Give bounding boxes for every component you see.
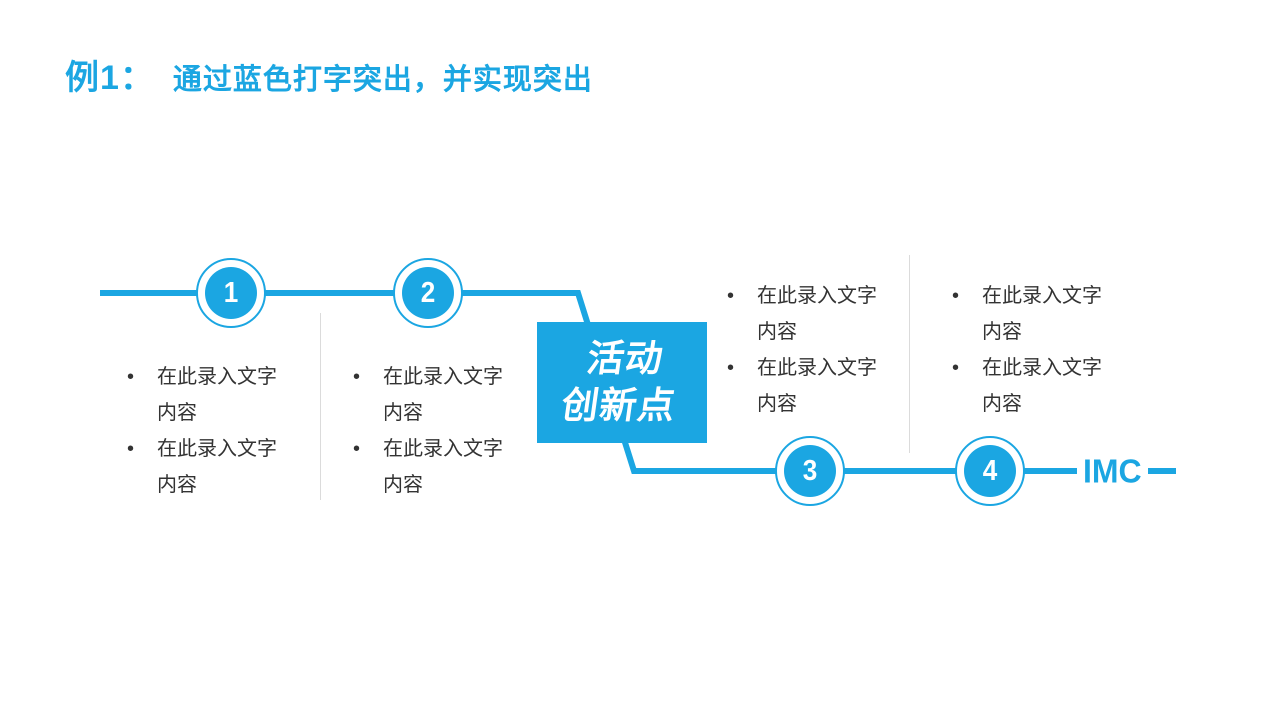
step-circle-3-fill: 3 — [784, 445, 836, 497]
step-2-bullets: 在此录入文字内容 在此录入文字内容 — [353, 359, 509, 503]
center-box-text: 活动 创新点 — [558, 336, 685, 429]
list-item: 在此录入文字内容 — [127, 431, 283, 503]
step-1-bullets: 在此录入文字内容 在此录入文字内容 — [127, 359, 283, 503]
list-item: 在此录入文字内容 — [127, 359, 283, 431]
step-3-bullets: 在此录入文字内容 在此录入文字内容 — [727, 278, 883, 422]
step-number-2: 2 — [420, 276, 436, 309]
title-prefix: 例1： — [65, 59, 155, 97]
bullet-text: 在此录入文字内容 — [383, 366, 503, 424]
bullet-text: 在此录入文字内容 — [383, 438, 503, 496]
bullet-icon — [727, 350, 757, 386]
step-circle-3: 3 — [775, 436, 845, 506]
step-circle-1: 1 — [196, 258, 266, 328]
bullet-text: 在此录入文字内容 — [157, 366, 277, 424]
bullet-icon — [127, 359, 157, 395]
bullet-icon — [127, 431, 157, 467]
step-number-4: 4 — [982, 454, 998, 487]
bullet-icon — [353, 359, 383, 395]
divider-col3-col4 — [909, 255, 910, 453]
center-box-line1: 活动 — [584, 337, 667, 379]
list-item: 在此录入文字内容 — [353, 359, 509, 431]
bullet-text: 在此录入文字内容 — [157, 438, 277, 496]
step-4-bullets: 在此录入文字内容 在此录入文字内容 — [952, 278, 1108, 422]
list-item: 在此录入文字内容 — [727, 350, 883, 422]
title-text: 通过蓝色打字突出，并实现突出 — [172, 64, 593, 96]
list-item: 在此录入文字内容 — [727, 278, 883, 350]
bullet-text: 在此录入文字内容 — [757, 357, 877, 415]
step-number-1: 1 — [223, 276, 239, 309]
bullet-icon — [952, 278, 982, 314]
bullet-icon — [727, 278, 757, 314]
list-item: 在此录入文字内容 — [952, 278, 1108, 350]
page-title: 例1： 通过蓝色打字突出，并实现突出 — [65, 50, 593, 99]
bullet-text: 在此录入文字内容 — [757, 285, 877, 343]
step-circle-2-fill: 2 — [402, 267, 454, 319]
bullet-text: 在此录入文字内容 — [982, 285, 1102, 343]
center-box-line2: 创新点 — [558, 384, 679, 426]
imc-label: IMC — [1083, 452, 1142, 490]
bullet-icon — [353, 431, 383, 467]
step-circle-4-fill: 4 — [964, 445, 1016, 497]
step-circle-1-fill: 1 — [205, 267, 257, 319]
step-circle-2: 2 — [393, 258, 463, 328]
step-circle-4: 4 — [955, 436, 1025, 506]
bullet-text: 在此录入文字内容 — [982, 357, 1102, 415]
list-item: 在此录入文字内容 — [353, 431, 509, 503]
list-item: 在此录入文字内容 — [952, 350, 1108, 422]
bullet-icon — [952, 350, 982, 386]
step-number-3: 3 — [802, 454, 818, 487]
center-highlight-box: 活动 创新点 — [537, 322, 707, 443]
divider-col1-col2 — [320, 313, 321, 500]
